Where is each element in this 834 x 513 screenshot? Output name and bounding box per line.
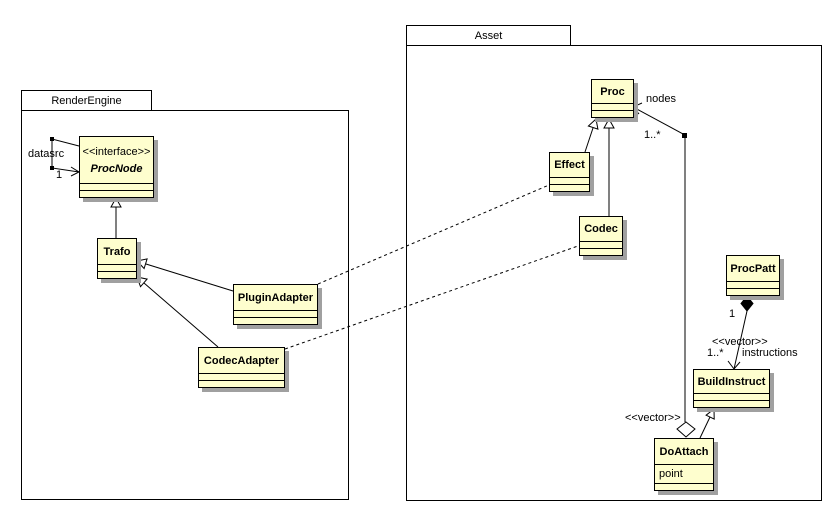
gen-pluginadapter-trafo-line — [145, 263, 234, 292]
gen-codecadapter-trafo-arrow-icon — [136, 276, 149, 288]
dep-pluginadapter-effect-line — [317, 184, 550, 285]
label-instructions-role: instructions — [742, 347, 798, 359]
class-proc: Proc — [591, 79, 634, 118]
gen-pluginadapter-trafo-arrow-icon — [136, 258, 148, 270]
composition-diamond-icon — [740, 295, 754, 312]
class-effect-attributes — [550, 177, 589, 184]
package-renderengine-body — [21, 110, 349, 500]
gen-doattach-buildinstruct-arrow-icon — [705, 407, 715, 420]
package-asset-body — [406, 45, 822, 501]
label-nodes-multiplicity: 1..* — [644, 129, 661, 141]
class-pluginadapter: PluginAdapter — [233, 284, 318, 325]
gen-effect-proc-line — [584, 127, 594, 153]
attribute-point: point — [659, 468, 683, 480]
class-doattach: DoAttach point — [654, 438, 714, 491]
class-procpatt-attributes — [727, 281, 779, 288]
class-codecadapter: CodecAdapter — [198, 347, 285, 388]
class-doattach-attributes: point — [655, 464, 713, 483]
assoc-datasrc-bend1 — [50, 137, 54, 141]
class-procpatt-name: ProcPatt — [730, 262, 776, 275]
label-nodes-stereotype: <<vector>> — [625, 412, 681, 424]
label-instructions-source-multiplicity: 1 — [729, 308, 736, 320]
class-procnode-name: ProcNode — [90, 162, 143, 175]
class-procnode-operations — [80, 190, 153, 197]
class-procnode: <<interface>> ProcNode — [79, 136, 154, 198]
class-buildinstruct-attributes — [694, 393, 769, 400]
gen-codecadapter-trafo-line — [143, 282, 219, 348]
class-effect-operations — [550, 184, 589, 191]
comp-procpatt-buildinstruct-line — [733, 310, 748, 370]
class-procpatt: ProcPatt — [726, 255, 780, 296]
class-proc-name: Proc — [600, 85, 625, 98]
class-pluginadapter-operations — [234, 317, 317, 324]
aggr-doattach-proc-line — [632, 106, 686, 422]
class-codecadapter-name: CodecAdapter — [203, 354, 280, 367]
aggr-doattach-proc-arrow-icon — [632, 102, 643, 115]
class-procnode-attributes — [80, 183, 153, 190]
dep-codecadapter-codec-line — [284, 245, 579, 350]
package-renderengine-tab: RenderEngine — [21, 90, 152, 110]
label-instructions-stereotype: <<vector>> — [712, 336, 768, 348]
class-proc-attributes — [592, 103, 633, 110]
assoc-datasrc-line — [51, 138, 80, 173]
class-doattach-name: DoAttach — [659, 445, 709, 458]
class-effect: Effect — [549, 152, 590, 192]
class-trafo-name: Trafo — [103, 245, 131, 258]
gen-effect-proc-arrow-icon — [587, 118, 599, 130]
class-proc-operations — [592, 110, 633, 117]
class-pluginadapter-name: PluginAdapter — [237, 291, 314, 304]
class-buildinstruct-name: BuildInstruct — [697, 375, 766, 388]
class-trafo-attributes — [98, 264, 136, 271]
class-trafo: Trafo — [97, 238, 137, 279]
aggr-doattach-proc-bend — [682, 133, 687, 138]
class-buildinstruct-operations — [694, 400, 769, 407]
gen-trafo-procnode-arrow-icon — [110, 196, 122, 208]
class-codecadapter-operations — [199, 380, 284, 387]
package-asset-tab: Asset — [406, 25, 571, 45]
label-datasrc-multiplicity: 1 — [56, 169, 63, 181]
assoc-datasrc-bend2 — [50, 166, 54, 170]
aggregation-diamond-icon — [676, 421, 696, 438]
class-procnode-stereotype: <<interface>> — [82, 145, 151, 158]
package-asset-label: Asset — [474, 29, 503, 42]
gen-codec-proc-arrow-icon — [603, 117, 615, 129]
class-buildinstruct: BuildInstruct — [693, 369, 770, 408]
class-codec-operations — [580, 248, 622, 255]
gen-doattach-buildinstruct-line — [699, 416, 711, 439]
label-datasrc-role: datasrc — [28, 148, 65, 160]
class-trafo-operations — [98, 271, 136, 278]
label-nodes-role: nodes — [646, 93, 676, 105]
label-instructions-multiplicity: 1..* — [707, 347, 724, 359]
class-codec-attributes — [580, 241, 622, 248]
class-pluginadapter-attributes — [234, 310, 317, 317]
class-procpatt-operations — [727, 288, 779, 295]
class-effect-name: Effect — [554, 159, 585, 171]
class-doattach-operations — [655, 483, 713, 490]
class-codec-name: Codec — [584, 223, 618, 235]
class-codecadapter-attributes — [199, 373, 284, 380]
package-renderengine-label: RenderEngine — [51, 94, 122, 107]
class-codec: Codec — [579, 216, 623, 256]
